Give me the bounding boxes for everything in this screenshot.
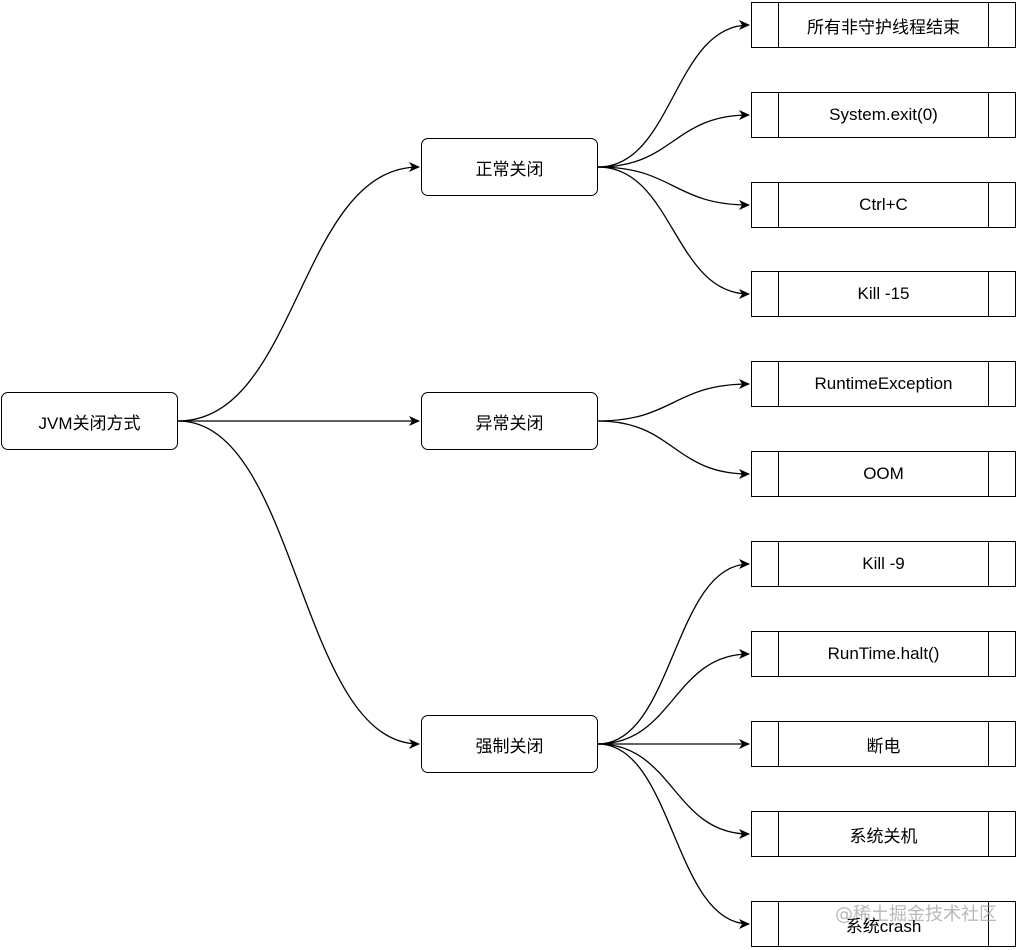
leaf-node: OOM xyxy=(751,451,1016,497)
process-bar xyxy=(988,362,989,406)
root-to-branch-arrow-2 xyxy=(177,420,420,749)
process-bar xyxy=(778,542,779,586)
branch-1-to-leaf-0-arrow xyxy=(597,379,750,422)
process-bar xyxy=(988,93,989,137)
branch-2-to-leaf-0-arrow xyxy=(597,559,750,745)
leaf-label: 系统关机 xyxy=(849,826,918,846)
leaf-node: RunTime.halt() xyxy=(751,631,1016,677)
process-bar xyxy=(988,542,989,586)
process-bar xyxy=(778,722,779,766)
process-bar xyxy=(988,3,989,47)
branch-0-to-leaf-2-arrow xyxy=(597,166,750,210)
process-bar xyxy=(778,632,779,676)
process-bar xyxy=(988,722,989,766)
leaf-label: 所有非守护线程结束 xyxy=(807,17,960,37)
leaf-node: Ctrl+C xyxy=(751,182,1016,228)
leaf-label: RunTime.halt() xyxy=(827,644,940,663)
process-bar xyxy=(778,362,779,406)
process-bar xyxy=(778,183,779,227)
leaf-node: RuntimeException xyxy=(751,361,1016,407)
leaf-label: Kill -9 xyxy=(862,554,905,573)
branch-2-to-leaf-3-arrow xyxy=(597,743,750,839)
leaf-node: Kill -9 xyxy=(751,541,1016,587)
branch-1-to-leaf-1-arrow xyxy=(597,420,750,479)
leaf-label: 断电 xyxy=(866,736,901,756)
leaf-node: 系统关机 xyxy=(751,811,1016,857)
leaf-node: 系统crash xyxy=(751,901,1016,947)
branch-0-to-leaf-1-arrow xyxy=(597,110,750,168)
process-bar xyxy=(778,902,779,946)
leaf-node: Kill -15 xyxy=(751,271,1016,317)
branch-label: 异常关闭 xyxy=(475,413,544,433)
process-bar xyxy=(778,93,779,137)
leaf-node: 所有非守护线程结束 xyxy=(751,2,1016,48)
watermark: @稀土掘金技术社区 xyxy=(835,904,997,925)
process-bar xyxy=(778,452,779,496)
process-bar xyxy=(988,183,989,227)
process-bar xyxy=(988,812,989,856)
process-bar xyxy=(988,902,989,946)
leaf-label: Kill -15 xyxy=(857,284,910,303)
root-node: JVM关闭方式 xyxy=(1,392,178,450)
leaf-label: Ctrl+C xyxy=(859,195,908,214)
branch-2-to-leaf-1-arrow xyxy=(597,649,750,745)
process-bar xyxy=(778,812,779,856)
root-label: JVM关闭方式 xyxy=(38,413,141,433)
process-bar xyxy=(988,272,989,316)
process-bar xyxy=(988,632,989,676)
leaf-node: 断电 xyxy=(751,721,1016,767)
branch-0-to-leaf-3-arrow xyxy=(597,166,750,299)
branch-node-normal: 正常关闭 xyxy=(421,138,598,196)
leaf-label: System.exit(0) xyxy=(829,105,938,124)
branch-node-forced: 强制关闭 xyxy=(421,715,598,773)
branch-node-abnormal: 异常关闭 xyxy=(421,392,598,450)
root-to-branch-arrow-0 xyxy=(177,162,420,422)
leaf-label: 系统crash xyxy=(845,916,922,936)
branch-0-to-leaf-0-arrow xyxy=(597,20,750,168)
process-bar xyxy=(778,3,779,47)
leaf-node: System.exit(0) xyxy=(751,92,1016,138)
leaf-label: OOM xyxy=(863,464,904,483)
process-bar xyxy=(778,272,779,316)
branch-2-to-leaf-4-arrow xyxy=(597,743,750,929)
branch-label: 正常关闭 xyxy=(475,159,544,179)
branch-label: 强制关闭 xyxy=(475,736,544,756)
leaf-label: RuntimeException xyxy=(814,374,953,393)
process-bar xyxy=(988,452,989,496)
